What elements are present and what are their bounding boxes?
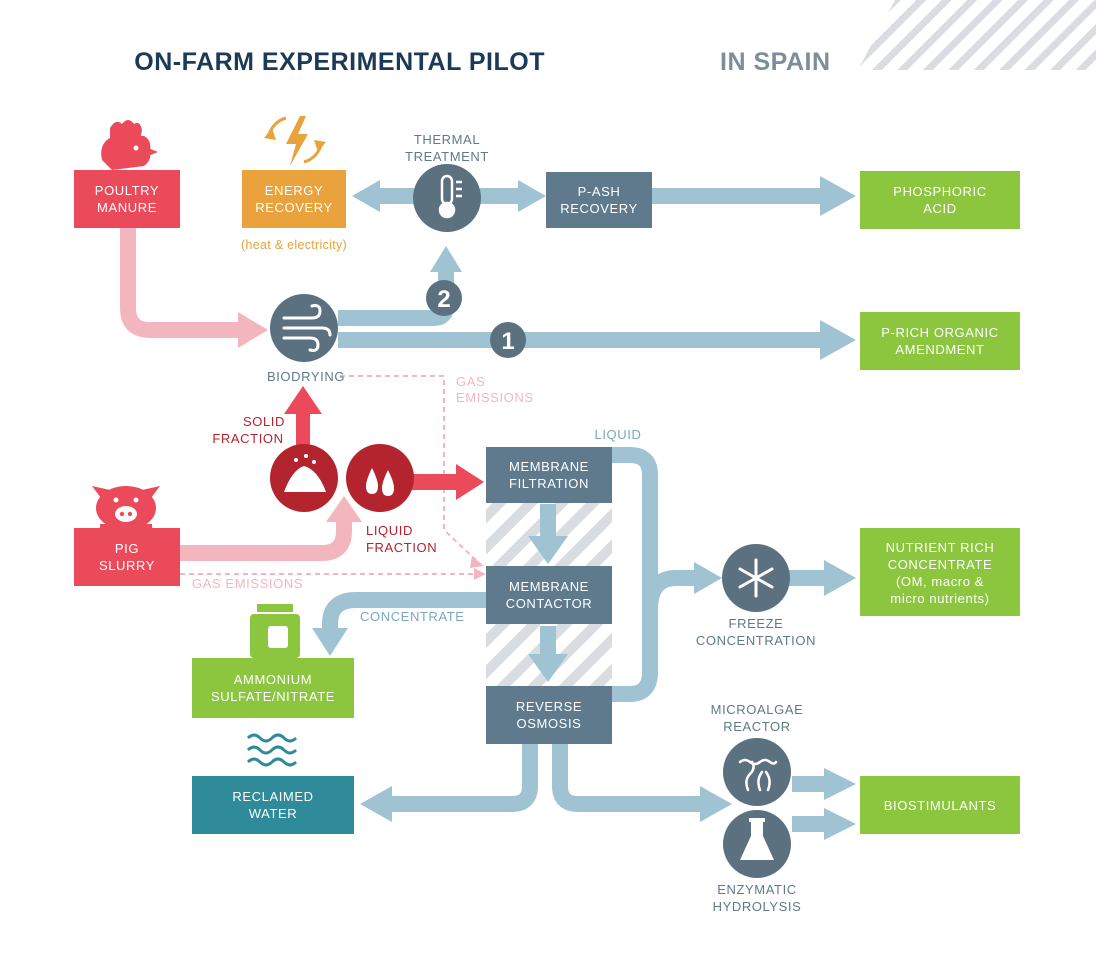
prich-line-1: P-RICH ORGANIC xyxy=(881,325,998,340)
reclaimed-water-box: RECLAIMED WATER xyxy=(192,776,354,834)
poultry-manure-box: POULTRY MANURE xyxy=(74,170,180,228)
biodrying-label: BIODRYING xyxy=(267,369,345,384)
gas-emission-lines xyxy=(180,375,477,575)
thermometer-icon xyxy=(438,174,462,219)
energy-line-2: RECOVERY xyxy=(255,200,333,215)
phosphoric-acid-box: PHOSPHORIC ACID xyxy=(860,171,1020,229)
p-rich-amendment-box: P-RICH ORGANIC AMENDMENT xyxy=(860,312,1020,370)
gas-emissions-label-bottom: GAS EMISSIONS xyxy=(192,576,303,591)
flask-icon xyxy=(740,818,774,860)
mf-line-1: MEMBRANE xyxy=(509,459,589,474)
ammonium-box: AMMONIUM SULFATE/NITRATE xyxy=(192,658,354,718)
chicken-icon xyxy=(101,120,158,170)
pink-arrowheads xyxy=(238,312,362,522)
liquid-fraction-label-2: FRACTION xyxy=(366,540,437,555)
wind-icon xyxy=(282,304,332,352)
reverse-osmosis-box: REVERSE OSMOSIS xyxy=(486,686,612,744)
svg-text:2: 2 xyxy=(437,286,450,313)
thermal-treatment-circle xyxy=(413,164,481,232)
p-ash-recovery-box: P-ASH RECOVERY xyxy=(546,172,652,228)
nutrient-line-1: NUTRIENT RICH xyxy=(886,540,995,555)
enzymatic-label-2: HYDROLYSIS xyxy=(713,899,802,914)
pash-line-2: RECOVERY xyxy=(560,201,638,216)
ammonium-line-1: AMMONIUM xyxy=(234,672,312,687)
route-2-marker: 2 xyxy=(426,280,462,316)
enzymatic-hydrolysis-circle xyxy=(723,810,791,878)
thermal-treatment-label-1: THERMAL xyxy=(414,132,480,147)
powder-pile-icon xyxy=(284,454,326,492)
nutrient-line-4: micro nutrients) xyxy=(890,591,989,606)
flow-arrowheads xyxy=(312,176,856,840)
ro-line-1: REVERSE xyxy=(516,699,582,714)
lightning-icon xyxy=(264,116,326,166)
freeze-concentration-label-2: CONCENTRATION xyxy=(696,633,816,648)
title-hatch-decoration xyxy=(858,0,1096,70)
microalgae-label-2: REACTOR xyxy=(723,719,791,734)
algae-icon xyxy=(738,758,778,792)
phosphoric-line-2: ACID xyxy=(923,201,956,216)
liquid-fraction-label-1: LIQUID xyxy=(366,523,413,538)
gas-arrowheads xyxy=(470,556,486,580)
liquid-fraction-circle xyxy=(346,444,414,512)
nutrient-concentrate-box: NUTRIENT RICH CONCENTRATE (OM, macro & m… xyxy=(860,528,1020,616)
poultry-line-2: MANURE xyxy=(97,200,157,215)
poultry-line-1: POULTRY xyxy=(95,183,159,198)
title-main: ON-FARM EXPERIMENTAL PILOT xyxy=(134,48,545,76)
droplets-icon xyxy=(366,468,394,496)
solid-fraction-circle xyxy=(270,444,338,512)
red-flows xyxy=(284,386,484,500)
pink-flows xyxy=(120,228,352,561)
fertilizer-container-icon xyxy=(250,604,300,658)
pig-line-2: SLURRY xyxy=(99,558,155,573)
ammonium-line-2: SULFATE/NITRATE xyxy=(211,689,335,704)
microalgae-label-1: MICROALGAE xyxy=(711,702,804,717)
heat-electricity-label: (heat & electricity) xyxy=(241,238,347,252)
energy-recovery-box: ENERGY RECOVERY xyxy=(242,170,346,228)
pig-slurry-box: PIG SLURRY xyxy=(74,528,180,586)
membrane-column-arrows xyxy=(528,504,568,682)
biostimulants-box: BIOSTIMULANTS xyxy=(860,776,1020,834)
svg-text:1: 1 xyxy=(501,328,514,355)
membrane-filtration-box: MEMBRANE FILTRATION xyxy=(486,447,612,503)
phosphoric-line-1: PHOSPHORIC xyxy=(893,184,986,199)
nutrient-line-3: (OM, macro & xyxy=(896,574,984,589)
snowflake-icon xyxy=(738,558,774,598)
route-1-marker: 1 xyxy=(490,322,526,358)
mc-line-1: MEMBRANE xyxy=(509,579,589,594)
liquid-label: LIQUID xyxy=(595,427,642,442)
title-accent: IN SPAIN xyxy=(720,48,831,76)
biostimulants-label: BIOSTIMULANTS xyxy=(884,798,997,813)
pash-line-1: P-ASH xyxy=(578,184,621,199)
enzymatic-label-1: ENZYMATIC xyxy=(717,882,797,897)
solid-fraction-label-2: FRACTION xyxy=(212,431,283,446)
pig-line-1: PIG xyxy=(115,541,139,556)
thermal-treatment-label-2: TREATMENT xyxy=(405,149,489,164)
reclaimed-line-1: RECLAIMED xyxy=(232,789,313,804)
gas-emissions-label-2: EMISSIONS xyxy=(456,390,534,405)
freeze-concentration-circle xyxy=(722,544,790,612)
freeze-concentration-label-1: FREEZE xyxy=(729,616,784,631)
pig-icon xyxy=(92,486,160,530)
biodrying-circle xyxy=(270,294,338,362)
nutrient-line-2: CONCENTRATE xyxy=(888,557,993,572)
water-waves-icon xyxy=(246,733,298,767)
solid-fraction-label-1: SOLID xyxy=(243,414,285,429)
flow-lines xyxy=(322,188,826,832)
prich-line-2: AMENDMENT xyxy=(895,342,984,357)
microalgae-reactor-circle xyxy=(723,738,791,806)
mc-line-2: CONTACTOR xyxy=(506,596,593,611)
mf-line-2: FILTRATION xyxy=(509,476,589,491)
diagram-title: ON-FARM EXPERIMENTAL PILOT xyxy=(134,48,545,76)
concentrate-label: CONCENTRATE xyxy=(360,609,465,624)
ro-line-2: OSMOSIS xyxy=(517,716,582,731)
energy-line-1: ENERGY xyxy=(265,183,324,198)
membrane-contactor-box: MEMBRANE CONTACTOR xyxy=(486,566,612,624)
reclaimed-line-2: WATER xyxy=(249,806,298,821)
gas-emissions-label-1: GAS xyxy=(456,374,485,389)
